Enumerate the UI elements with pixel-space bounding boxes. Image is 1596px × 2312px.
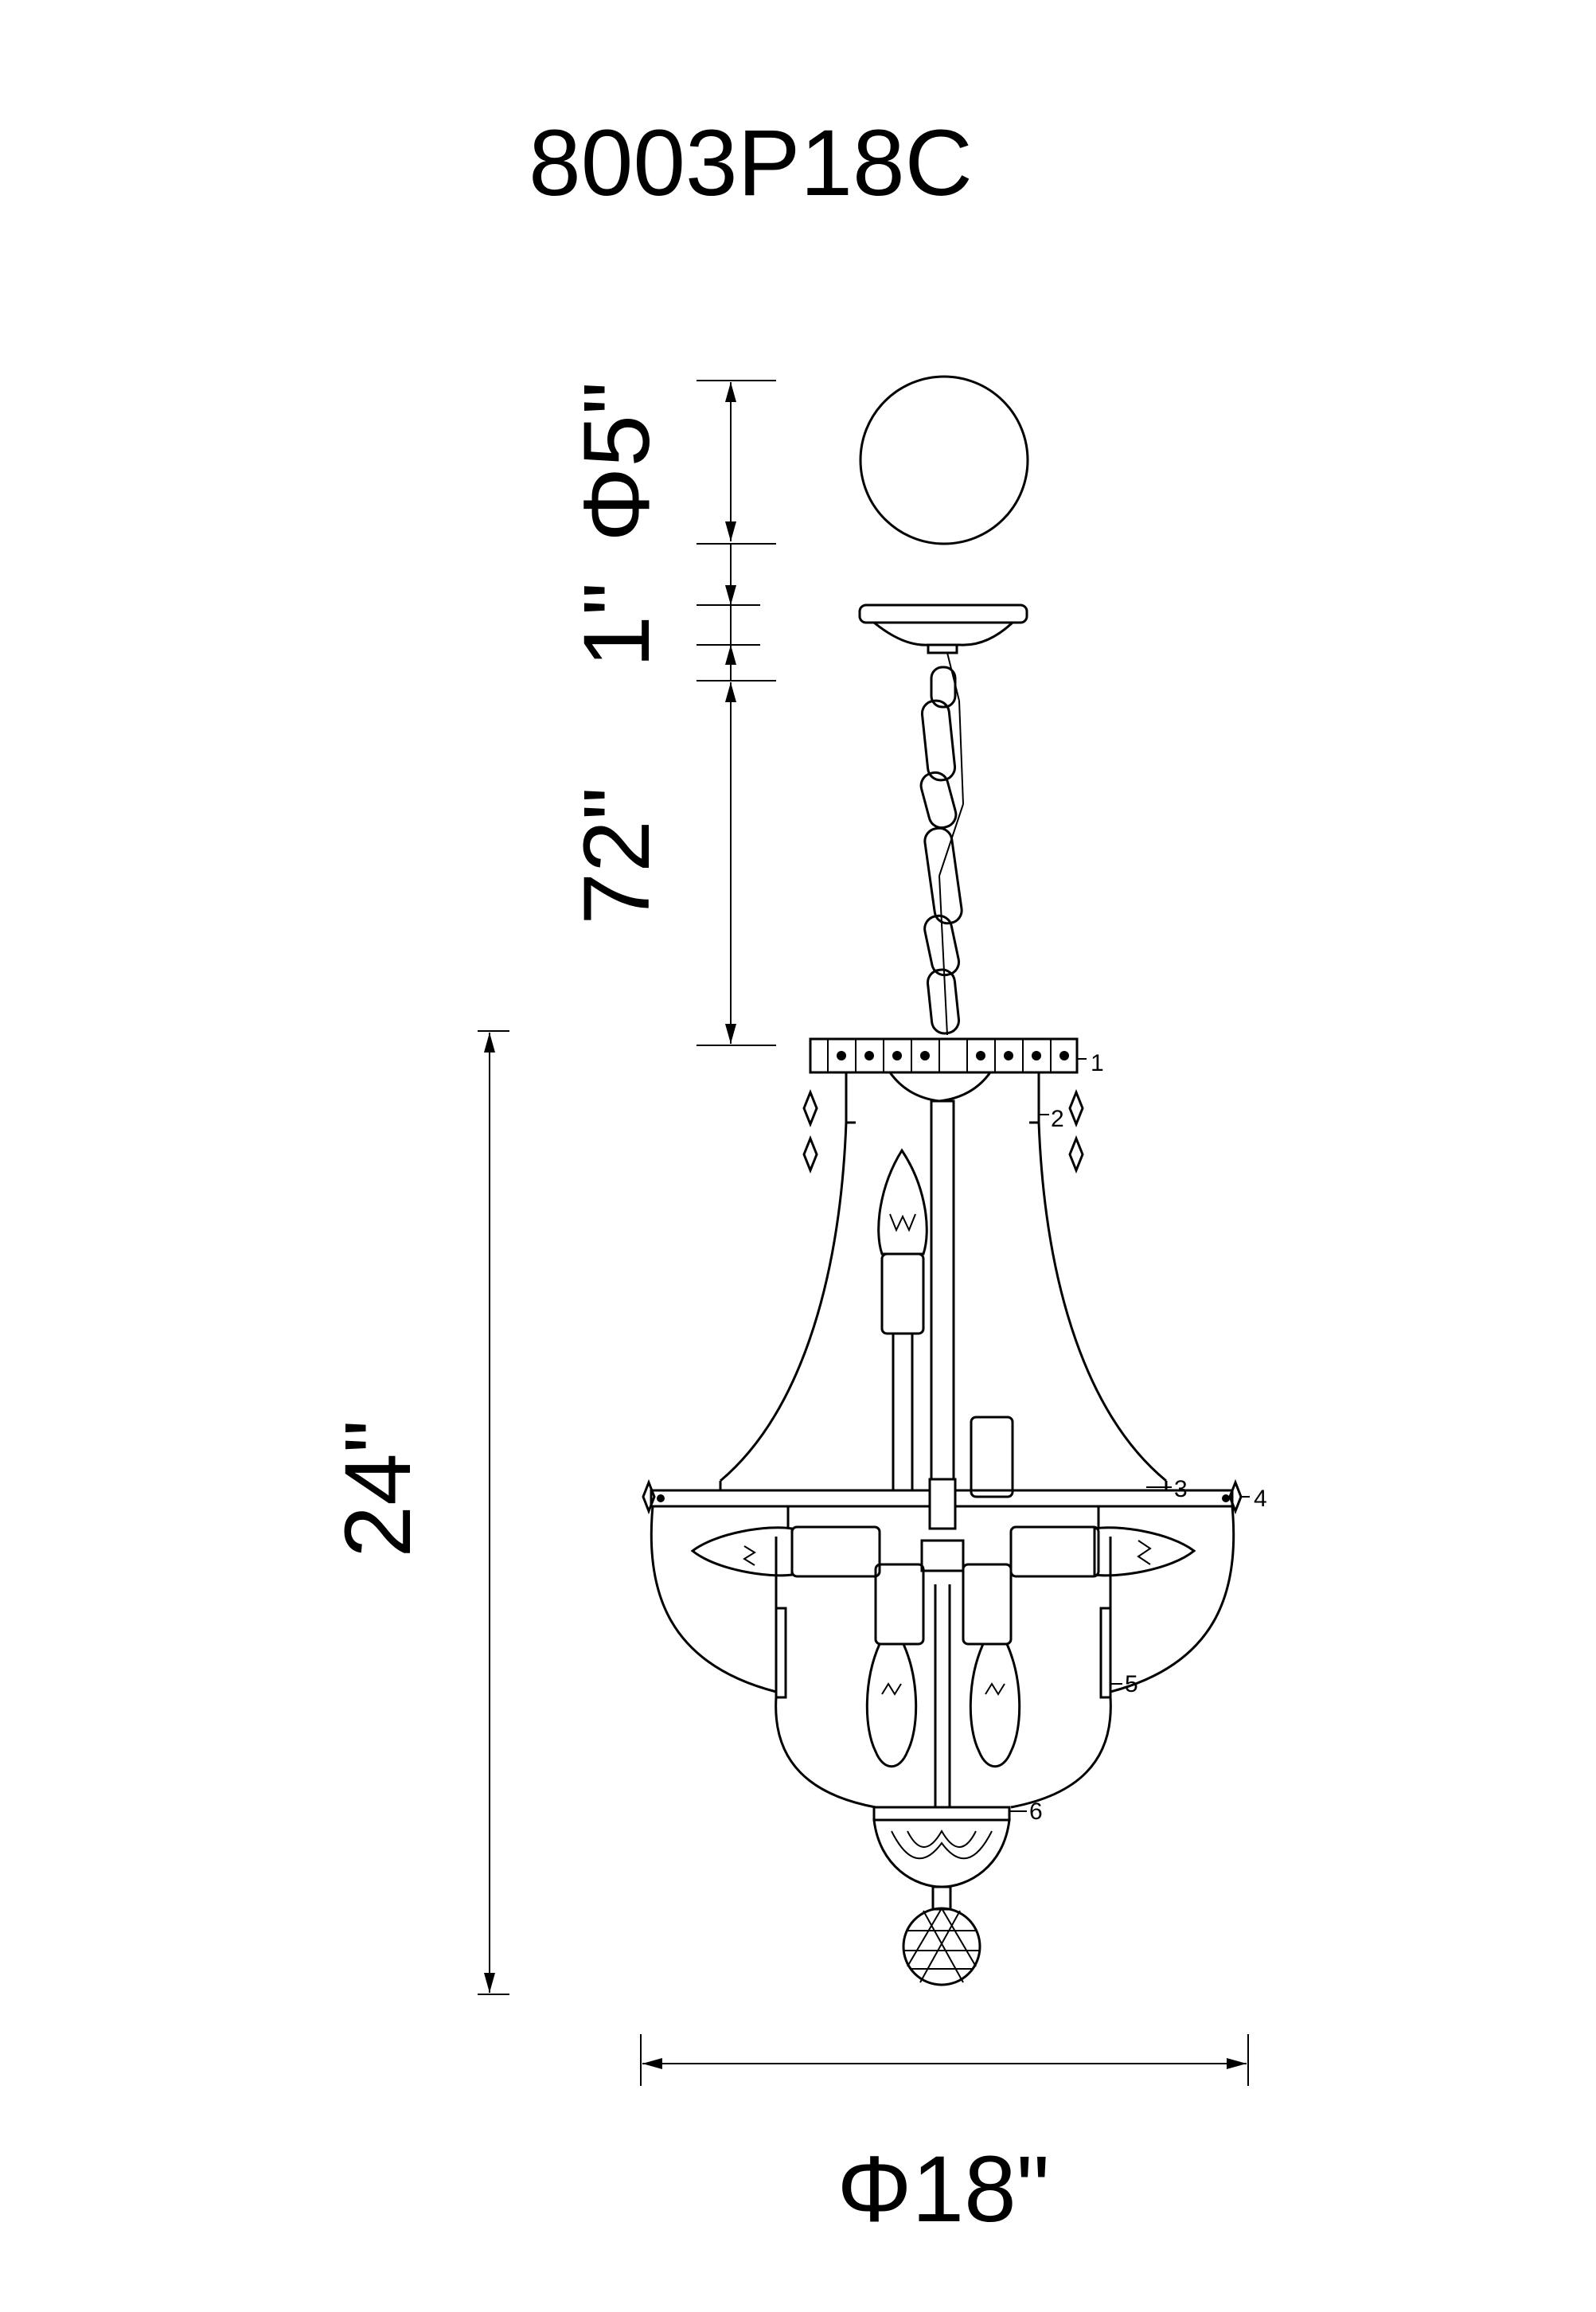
fixture-body — [642, 1037, 1243, 1986]
callout-4: 4 — [1254, 1486, 1267, 1512]
width-dimension — [640, 2034, 1249, 2086]
chain-length-label: 72" — [564, 787, 669, 924]
callout-5: 5 — [1125, 1671, 1138, 1697]
model-title: 8003P18C — [529, 111, 973, 216]
top-dimension-lines — [697, 380, 776, 1046]
callout-6: 6 — [1029, 1798, 1043, 1825]
callout-2: 2 — [1051, 1106, 1064, 1132]
height-dimension — [478, 1030, 509, 1995]
callout-3: 3 — [1174, 1476, 1188, 1502]
canopy-diameter-label: Φ5" — [564, 381, 669, 542]
canopy-height-label: 1" — [564, 582, 669, 668]
part-callouts: 1 2 3 4 5 6 — [1009, 1050, 1267, 1825]
fixture-height-label: 24" — [326, 1420, 431, 1557]
canopy-top-view — [859, 375, 1029, 545]
chain — [919, 652, 964, 1036]
callout-1: 1 — [1091, 1050, 1104, 1076]
fixture-diameter-label: Φ18" — [837, 2137, 1049, 2242]
canopy-side-view — [858, 603, 1028, 654]
